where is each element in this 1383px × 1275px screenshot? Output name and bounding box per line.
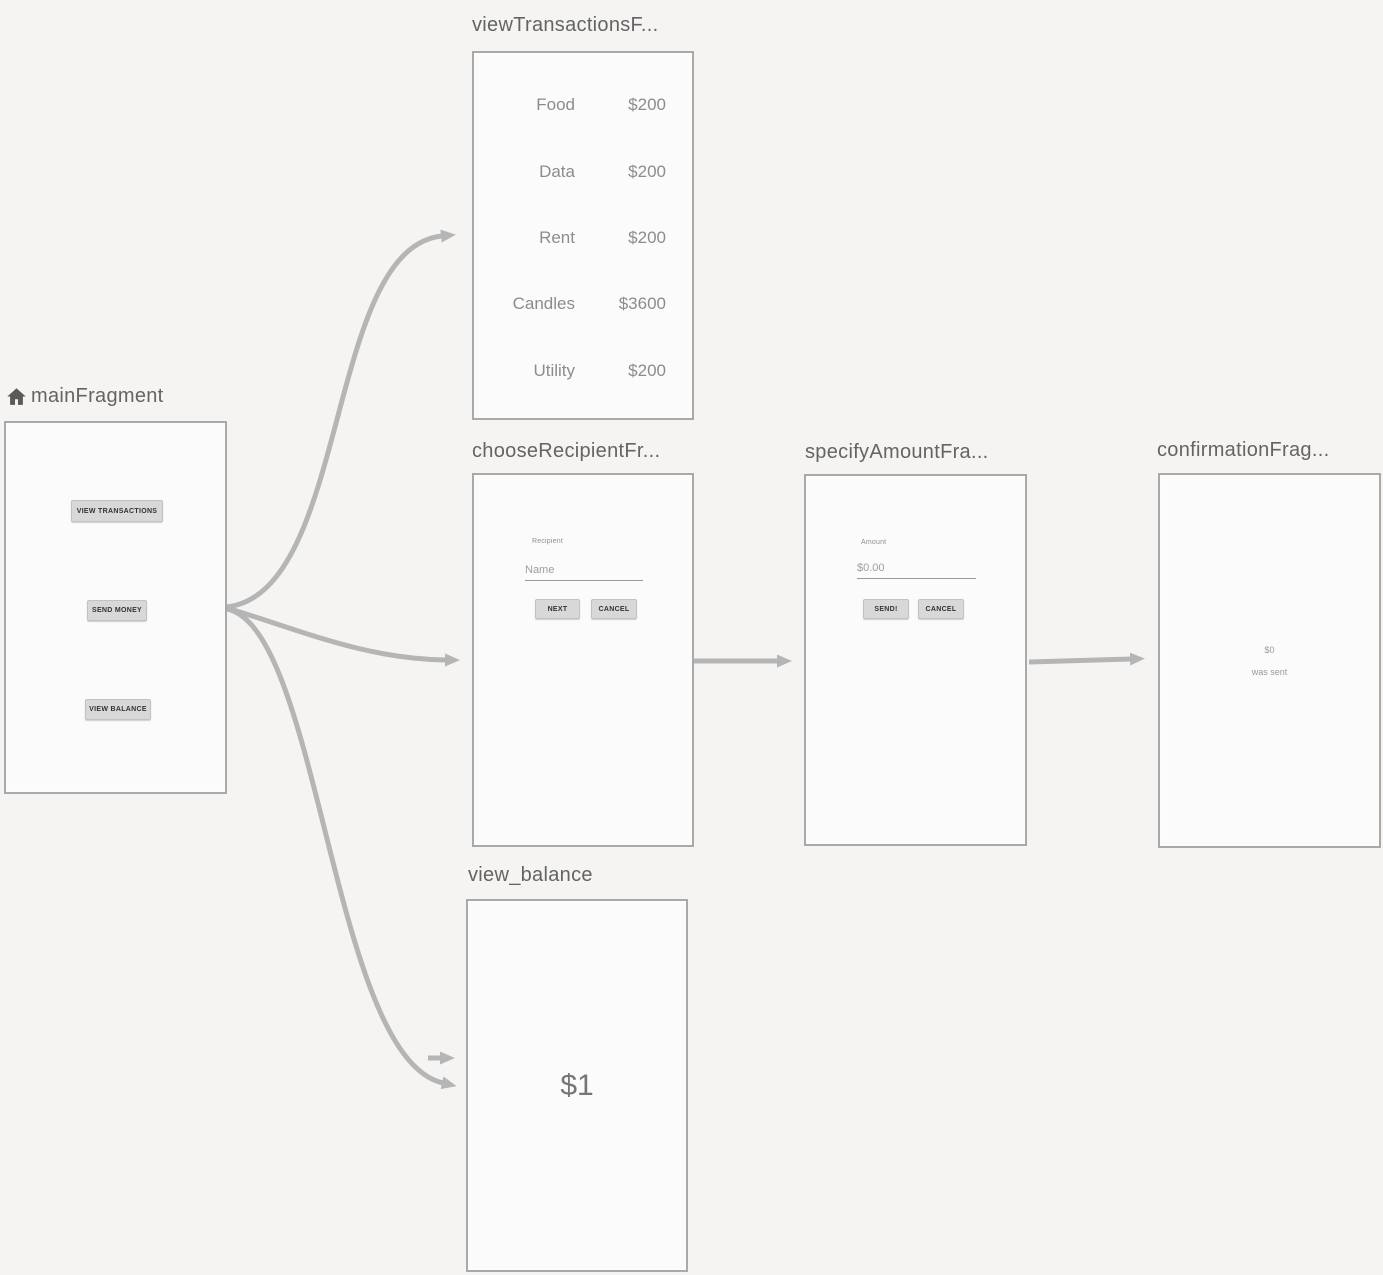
fragment-title-label: view_balance [468,864,593,886]
view-transactions-fragment-title: viewTransactionsF... [472,14,658,37]
confirmation-fragment-title: confirmationFrag... [1157,439,1329,462]
recipient-field-label: Recipient [532,538,563,545]
balance-amount-text: $1 [560,1069,594,1102]
amount-field-label: Amount [861,539,887,546]
transaction-row: Data $200 [474,162,692,184]
send-money-button-preview: SEND MONEY [87,600,147,621]
transaction-label: Candles [512,294,575,313]
view-transactions-fragment-card[interactable]: Food $200 Data $200 Rent $200 Candles $3… [472,51,694,420]
action-arrow-main-to-view-balance[interactable] [226,606,457,1090]
fragment-title-label: viewTransactionsF... [472,14,659,36]
home-icon [6,386,27,407]
specify-amount-fragment-card[interactable]: Amount $0.00 SEND! CANCEL [804,474,1027,846]
transaction-label: Data [539,162,575,181]
choose-recipient-fragment-title: chooseRecipientFr... [472,440,660,463]
recipient-name-input-preview: Name [525,564,643,581]
fragment-title-label: mainFragment [31,385,164,407]
transaction-row: Food $200 [474,95,692,117]
specify-amount-fragment-title: specifyAmountFra... [805,441,989,464]
transaction-row: Utility $200 [474,361,692,383]
action-arrow-specify-amount-to-confirmation[interactable] [1028,652,1145,666]
transaction-label: Rent [539,228,575,247]
send-button-preview: SEND! [863,599,909,619]
transaction-amount: $200 [628,95,666,114]
transaction-row: Candles $3600 [474,294,692,316]
fragment-title-label: confirmationFrag... [1157,439,1330,461]
fragment-title-label: chooseRecipientFr... [472,440,661,462]
action-arrow-main-to-choose-recipient[interactable] [226,605,460,667]
view-balance-button-preview: VIEW BALANCE [85,699,151,720]
transaction-amount: $3600 [618,294,666,313]
view-balance-fragment-card[interactable]: $1 [466,899,688,1272]
view-transactions-button-preview: VIEW TRANSACTIONS [71,500,163,522]
next-button-preview: NEXT [535,599,580,619]
transaction-label: Food [536,95,575,114]
transaction-amount: $200 [628,162,666,181]
confirmation-fragment-card[interactable]: $0 was sent [1158,473,1381,848]
fragment-title-label: specifyAmountFra... [805,441,989,463]
amount-input-preview: $0.00 [857,562,976,579]
cancel-button-preview: CANCEL [591,599,637,619]
transaction-amount: $200 [628,228,666,247]
choose-recipient-fragment-card[interactable]: Recipient Name NEXT CANCEL [472,473,694,847]
transaction-row: Rent $200 [474,228,692,250]
confirmation-message-text: was sent [1251,667,1288,677]
action-arrow-main-to-view-transactions[interactable] [226,229,456,610]
main-fragment-card[interactable]: VIEW TRANSACTIONS SEND MONEY VIEW BALANC… [4,421,227,794]
cancel-button-preview: CANCEL [918,599,964,619]
transaction-amount: $200 [628,361,666,380]
view-balance-fragment-title: view_balance [468,864,593,887]
confirmation-amount-text: $0 [1264,645,1275,655]
transaction-label: Utility [533,361,575,380]
main-fragment-title: mainFragment [6,385,164,408]
